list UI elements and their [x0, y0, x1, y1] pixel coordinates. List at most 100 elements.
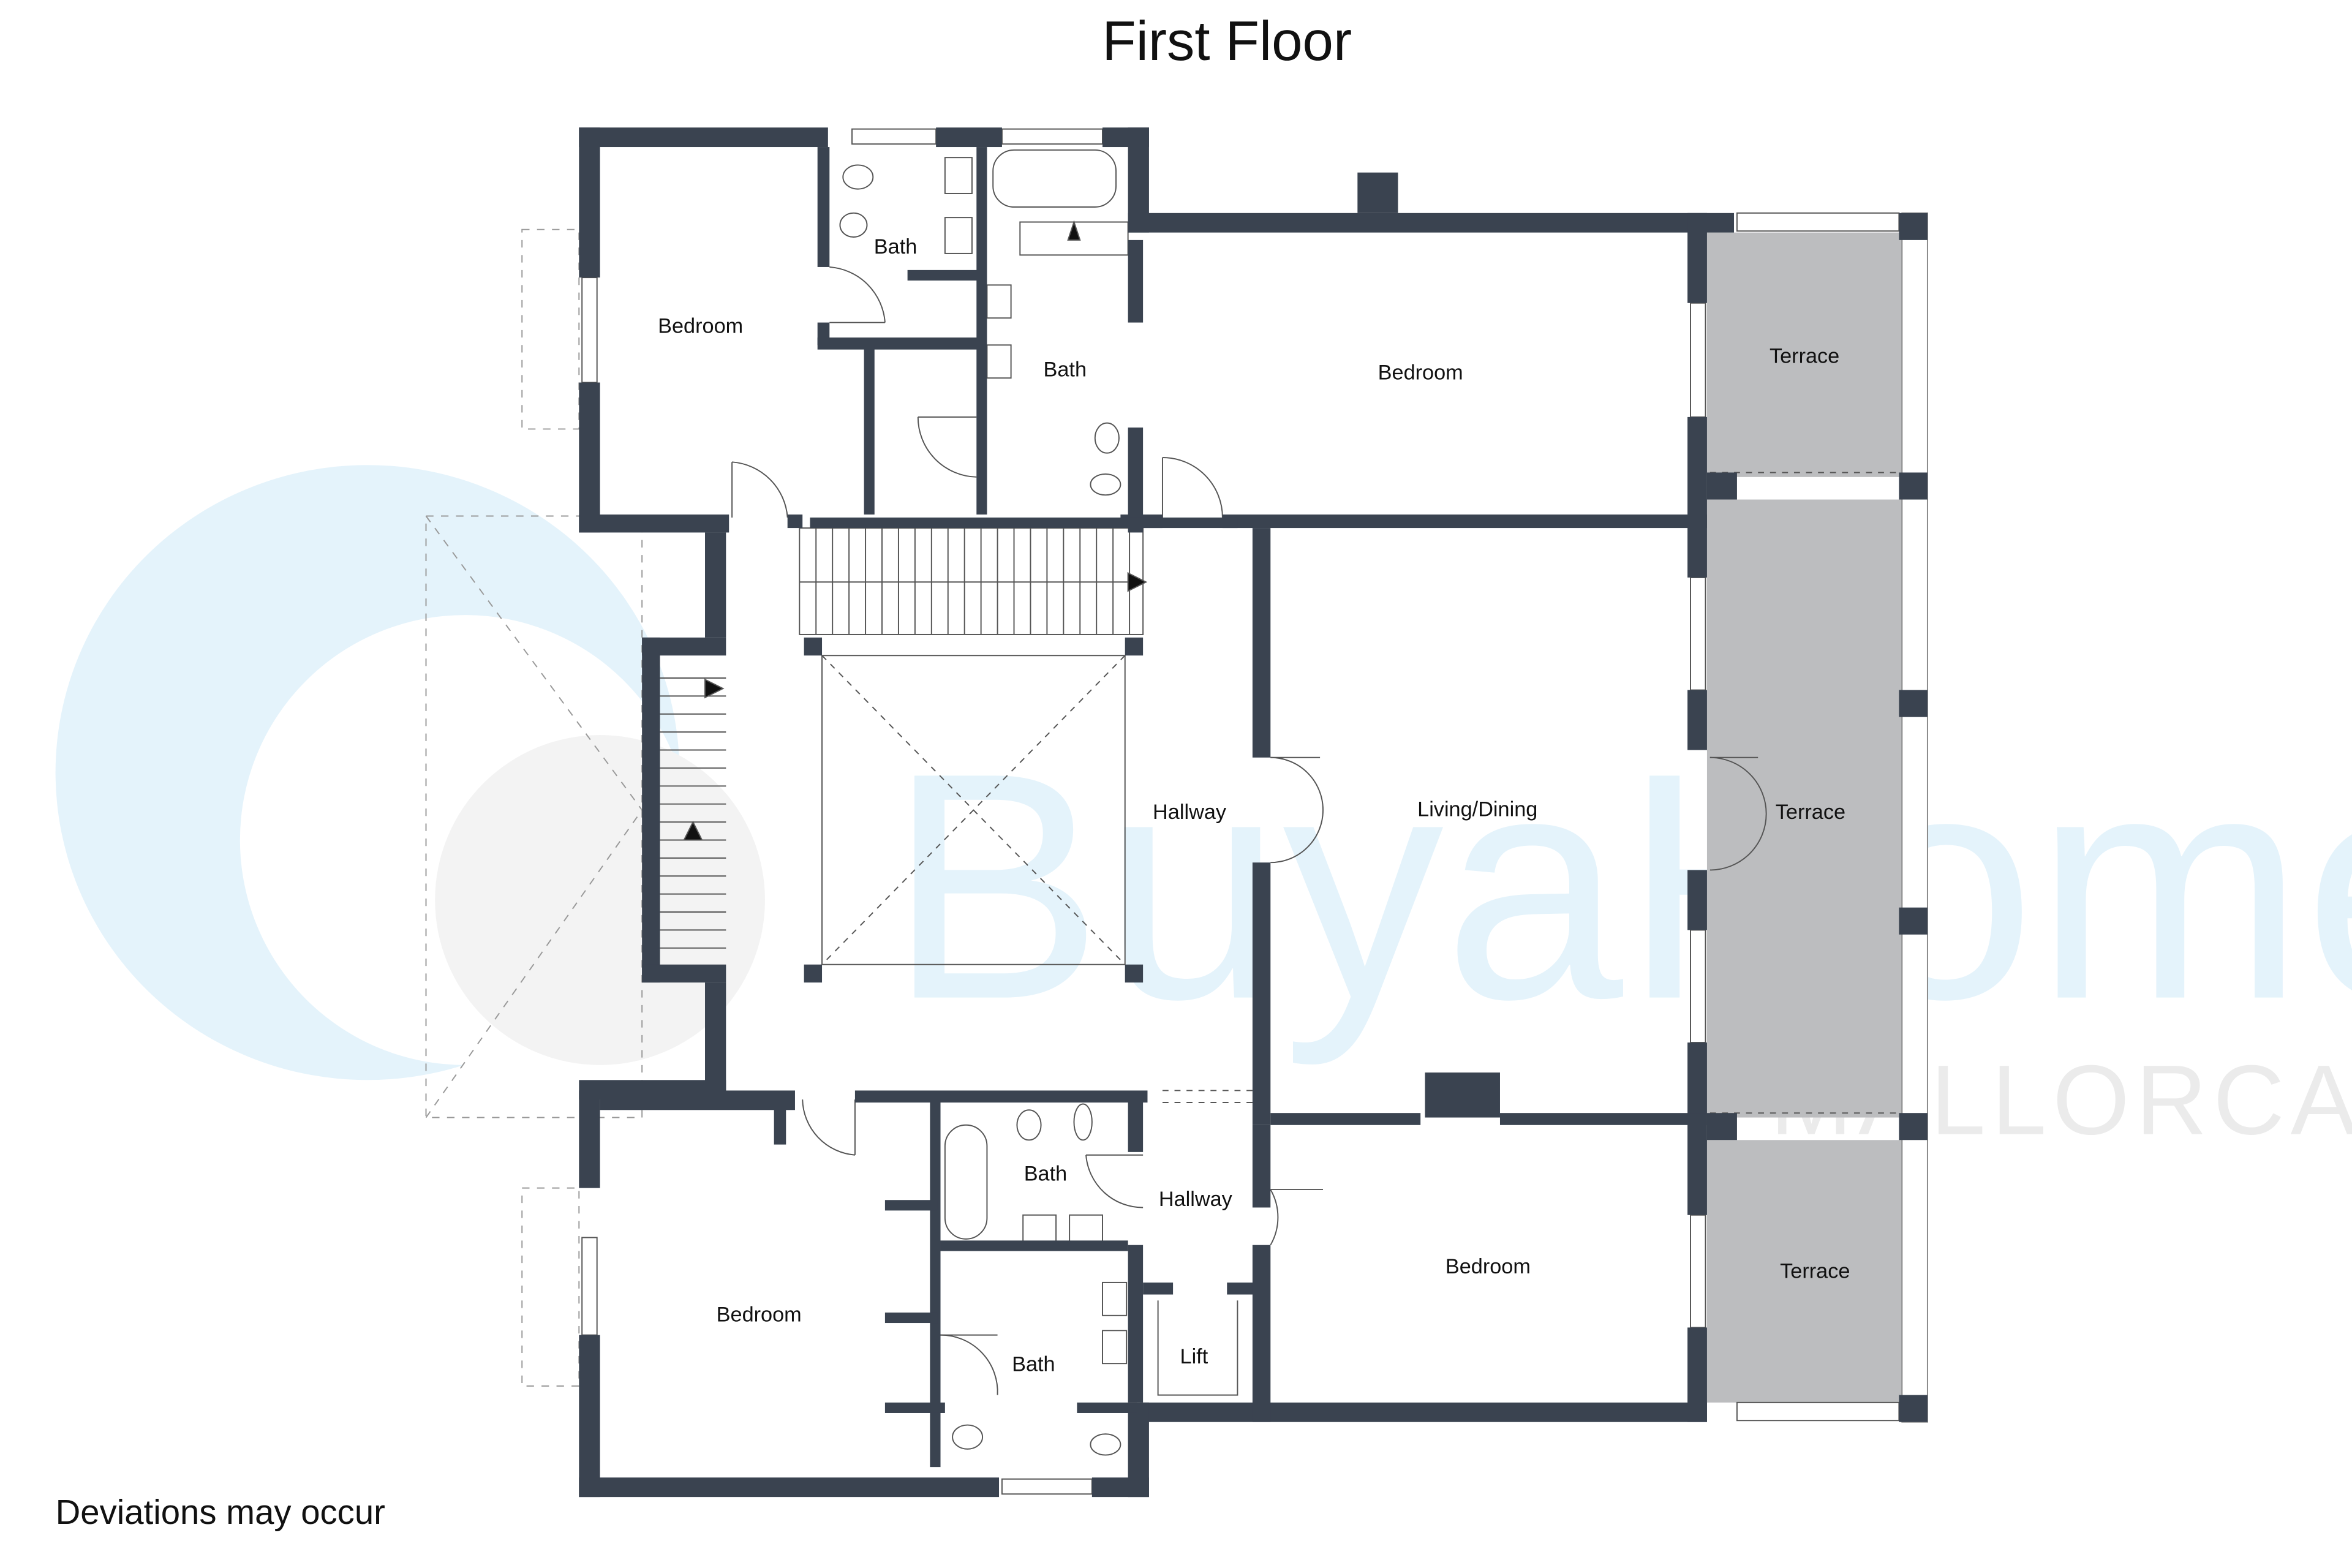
wall — [936, 127, 1002, 148]
room-label-bath: Bath — [1012, 1352, 1055, 1376]
door-swing — [1270, 756, 1324, 864]
bathtub — [944, 1124, 988, 1240]
wall — [804, 964, 823, 983]
terrace-floor — [1706, 1140, 1902, 1403]
wall — [804, 637, 823, 656]
wall — [1499, 1113, 1707, 1125]
room-label-living-dining: Living/Dining — [1417, 797, 1537, 821]
walls — [579, 127, 1928, 1498]
toilet — [1016, 1109, 1042, 1141]
balcony-projection — [521, 228, 580, 430]
sink — [1102, 1281, 1128, 1316]
room-label-bath: Bath — [874, 235, 918, 258]
room-labels: Bedroom Bath Bath Bedroom Terrace Hallwa… — [658, 235, 1850, 1376]
wall — [579, 1090, 600, 1188]
room-label-bedroom: Bedroom — [717, 1303, 802, 1327]
wall — [1687, 1042, 1707, 1215]
wall — [1128, 239, 1144, 323]
wall — [1687, 417, 1707, 578]
stair-arrow-icon — [1067, 220, 1081, 241]
wall — [940, 1240, 1128, 1251]
wall — [884, 1402, 945, 1413]
wall — [1140, 1402, 1707, 1422]
wall — [1143, 1282, 1174, 1295]
wall — [810, 517, 1238, 529]
wall — [1252, 1125, 1271, 1208]
wall — [600, 1090, 795, 1110]
watermark-brand: BuyaHome — [888, 706, 2352, 1068]
window — [1736, 212, 1900, 232]
fixtures — [425, 128, 1900, 1495]
wall — [817, 337, 983, 350]
room-label-terrace: Terrace — [1776, 801, 1845, 824]
window — [1690, 576, 1706, 691]
toilet — [842, 164, 874, 190]
wall — [579, 127, 600, 278]
toilet — [839, 212, 868, 238]
wall — [1687, 870, 1707, 930]
wall — [884, 1200, 938, 1211]
toilet — [1090, 1433, 1121, 1456]
wall — [579, 382, 600, 533]
wall — [1252, 528, 1271, 758]
window — [851, 128, 937, 145]
bathtub — [992, 149, 1117, 208]
wall — [642, 637, 660, 983]
room-label-bath: Bath — [1024, 1162, 1067, 1185]
wall — [1252, 862, 1271, 1125]
wall — [1077, 1402, 1137, 1413]
wall — [787, 514, 803, 529]
wall — [1899, 472, 1928, 500]
door-swing — [1162, 456, 1223, 518]
wall — [1425, 1072, 1500, 1118]
wall — [1128, 1099, 1144, 1152]
wall — [1706, 1113, 1737, 1140]
terrace-floor — [1706, 499, 1902, 1118]
terraces — [1706, 212, 1928, 1423]
room-label-terrace: Terrace — [1770, 345, 1839, 368]
sink — [1022, 1214, 1057, 1243]
lift-car — [1157, 1300, 1238, 1396]
wall — [817, 147, 830, 267]
window — [581, 277, 598, 383]
wall — [705, 532, 726, 638]
door-swing — [1270, 1189, 1279, 1246]
toilet — [1090, 473, 1121, 496]
door-swing — [940, 1334, 998, 1395]
wall — [1125, 964, 1144, 983]
wall — [884, 1312, 938, 1324]
disclaimer: Deviations may occur — [56, 1493, 385, 1531]
sink — [944, 157, 973, 194]
toilet — [952, 1424, 984, 1450]
page-title: First Floor — [1102, 10, 1352, 72]
wall — [579, 514, 729, 533]
room-label-hallway: Hallway — [1153, 801, 1227, 824]
door-swing — [802, 1099, 855, 1156]
door-swing — [1709, 756, 1767, 871]
sink — [986, 284, 1012, 319]
stair-arrow-icon — [683, 820, 703, 841]
wall — [1128, 213, 1735, 233]
roof-projection — [425, 515, 643, 1118]
wall — [1252, 1245, 1271, 1422]
terrace-floor — [1706, 232, 1902, 477]
watermark-logo: BuyaHome MALLORCA — [55, 465, 2352, 1155]
wall — [1270, 1113, 1421, 1125]
wall — [1222, 514, 1707, 529]
toilet — [1094, 422, 1120, 454]
sink — [1102, 1330, 1128, 1365]
wall — [1128, 1402, 1149, 1498]
window — [1001, 128, 1103, 145]
window — [1690, 929, 1706, 1044]
wall — [930, 1099, 941, 1468]
wall — [1899, 1113, 1928, 1140]
door-swing — [1085, 1155, 1144, 1208]
wall — [864, 345, 875, 515]
door-swing — [917, 417, 977, 478]
wall — [1899, 213, 1928, 240]
window — [1690, 1214, 1706, 1329]
wall — [976, 147, 987, 515]
window — [1736, 1401, 1900, 1422]
wall — [907, 270, 983, 281]
wall — [1125, 637, 1144, 656]
